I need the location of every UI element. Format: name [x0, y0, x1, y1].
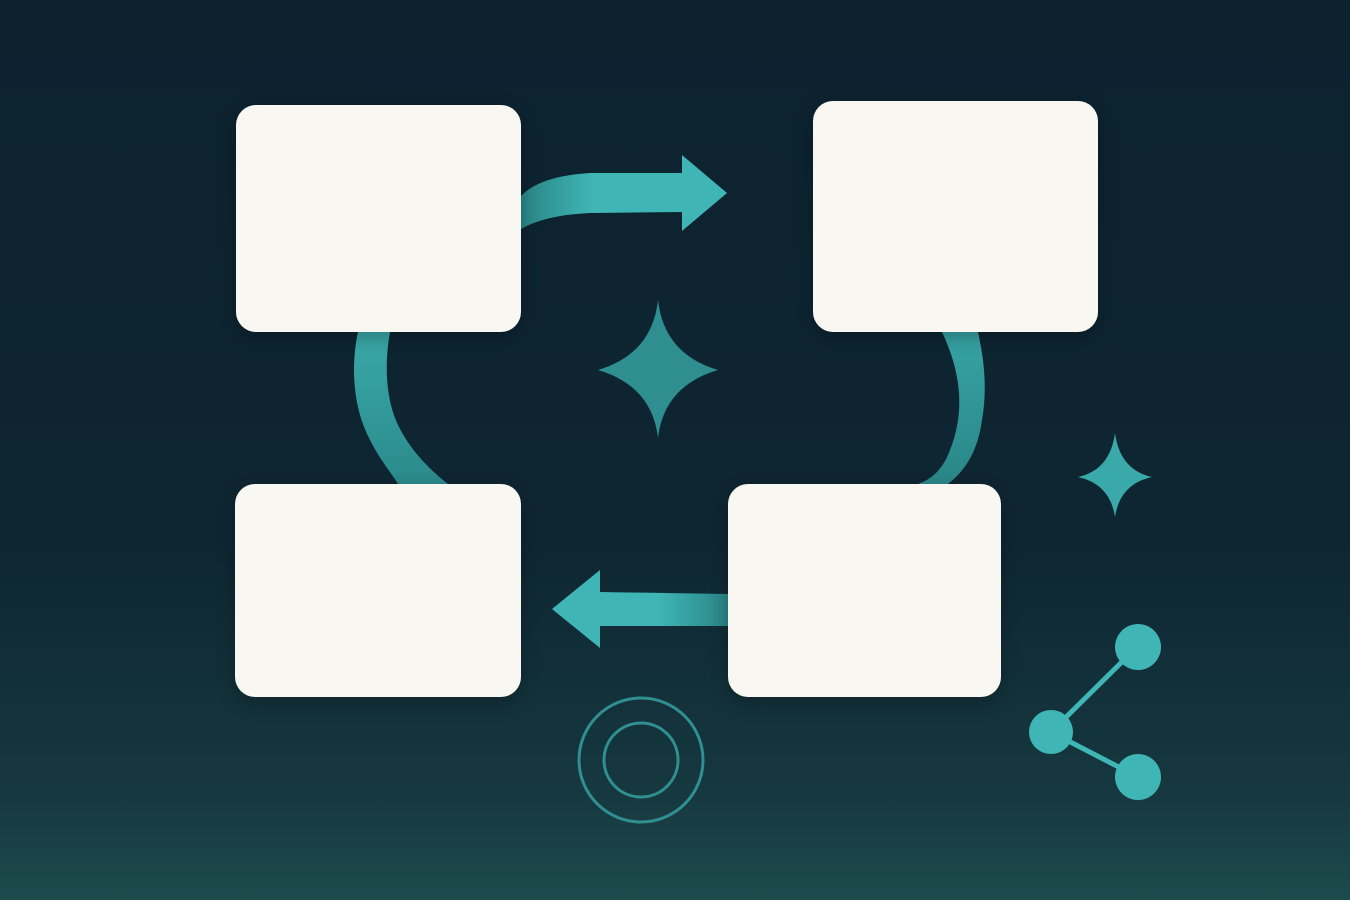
share-icon [1029, 624, 1161, 800]
connector-curve-left [354, 332, 448, 484]
card-top-left [236, 105, 521, 332]
connector-arrow-top [521, 155, 727, 231]
card-bottom-left [235, 484, 521, 697]
target-icon [577, 696, 705, 824]
small-sparkle-icon [1078, 433, 1152, 517]
connector-curve-right [918, 332, 985, 484]
card-bottom-right [728, 484, 1001, 697]
sparkle-icon [598, 300, 718, 438]
card-top-right [813, 101, 1098, 332]
connector-arrow-bottom [552, 570, 728, 648]
